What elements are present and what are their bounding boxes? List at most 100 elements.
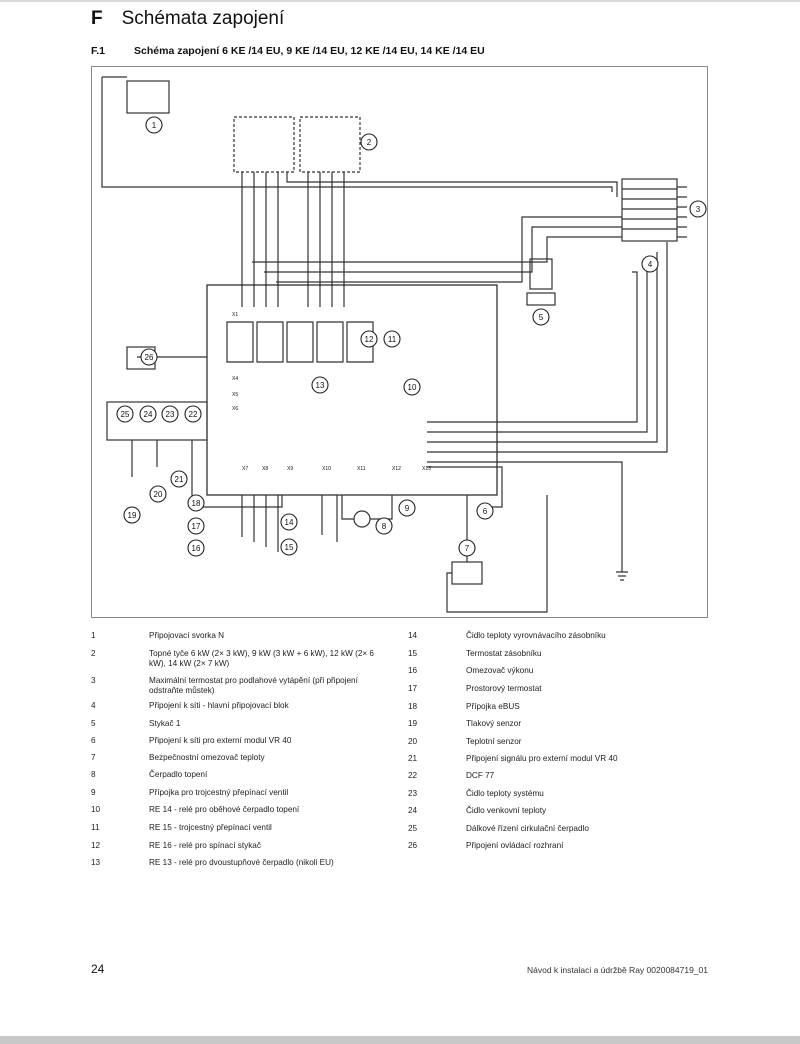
heating-rod-a — [233, 116, 295, 173]
legend-number: 1 — [91, 631, 96, 640]
wiring-diagram-svg: 1234567891011121314151617181920212223242… — [101, 76, 707, 613]
legend-text: Připojení signálu pro externí modul VR 4… — [466, 754, 618, 763]
callout-circle — [375, 517, 393, 535]
pcb-connector-label: X10 — [322, 466, 331, 472]
callout-label: 15 — [285, 543, 294, 552]
callout-14: 14 — [280, 513, 298, 531]
callout-label: 16 — [192, 544, 201, 553]
page-top-edge — [0, 0, 800, 2]
callout-2: 2 — [360, 133, 378, 151]
legend-row: 3 Maximální termostat pro podlahové vytáp… — [91, 676, 385, 696]
callout-15: 15 — [280, 538, 298, 556]
chapter-title: Schémata zapojení — [121, 8, 285, 29]
callout-17: 17 — [187, 517, 205, 535]
callout-label: 19 — [128, 511, 137, 520]
callout-label: 4 — [648, 260, 653, 269]
legend-number: 13 — [91, 858, 101, 867]
callout-circle — [280, 513, 298, 531]
legend-text: Maximální termostat pro podlahové vytápě… — [149, 676, 358, 695]
page-number: 24 — [91, 962, 105, 976]
callout-circle — [398, 499, 416, 517]
legend-text: Prostorový termostat — [466, 684, 542, 693]
legend-text: Topné tyče 6 kW (2× 3 kW), 9 kW (3 kW + … — [149, 649, 374, 668]
legend-number: 7 — [91, 753, 96, 762]
mains-terminal-block — [621, 178, 678, 242]
callout-label: 6 — [483, 507, 488, 516]
callout-16: 16 — [187, 539, 205, 557]
callout-label: 10 — [408, 383, 417, 392]
legend-number: 2 — [91, 649, 96, 658]
main-pcb — [206, 284, 498, 496]
legend-row: 2 Topné tyče 6 kW (2× 3 kW), 9 kW (3 kW +… — [91, 649, 385, 669]
callout-25: 25 — [116, 405, 134, 423]
pcb-connector-label: X1 — [232, 312, 238, 318]
callout-label: 24 — [144, 410, 153, 419]
legend-text: Omezovač výkonu — [466, 666, 534, 675]
callout-8: 8 — [375, 517, 393, 535]
callout-label: 18 — [192, 499, 201, 508]
legend-number: 3 — [91, 676, 96, 685]
legend-number: 16 — [408, 666, 418, 675]
legend-number: 14 — [408, 631, 418, 640]
legend-row: 1 Připojovací svorka N — [91, 631, 385, 641]
callout-label: 20 — [154, 490, 163, 499]
wires — [101, 76, 687, 613]
section-title: Schéma zapojení 6 KE /14 EU, 9 KE /14 EU… — [134, 45, 485, 57]
legend-text: Připojovací svorka N — [149, 631, 225, 640]
legend-number: 4 — [91, 701, 96, 710]
callout-circle — [360, 330, 378, 348]
callout-circle — [145, 116, 163, 134]
pcb-connector-label: X13 — [422, 466, 431, 472]
callout-circle — [280, 538, 298, 556]
legend-text: Čidlo teploty systému — [466, 789, 544, 798]
legend-text: Tlakový senzor — [466, 719, 522, 728]
callout-label: 12 — [365, 335, 374, 344]
callout-9: 9 — [398, 499, 416, 517]
document-reference: Návod k instalaci a údržbě Ray 002008471… — [527, 965, 708, 975]
legend-number: 11 — [91, 823, 100, 832]
pcb-connector-label: X8 — [262, 466, 268, 472]
contactor-coil — [526, 292, 556, 306]
callout-10: 10 — [403, 378, 421, 396]
pcb-connector-label: X5 — [232, 392, 238, 398]
callout-circle — [139, 405, 157, 423]
legend-number: 5 — [91, 719, 96, 728]
pcb-connector-label: X9 — [287, 466, 293, 472]
callout-circle — [360, 133, 378, 151]
callout-18: 18 — [187, 494, 205, 512]
callout-circle — [403, 378, 421, 396]
pcb-connector-label: X12 — [392, 466, 401, 472]
pcb-connector-label: X6 — [232, 406, 238, 412]
legend-number: 8 — [91, 770, 96, 779]
legend-number: 10 — [91, 805, 101, 814]
legend-text: Termostat zásobníku — [466, 649, 542, 658]
callout-circle — [187, 539, 205, 557]
legend-text: Přípojka eBUS — [466, 702, 520, 711]
legend-text: RE 16 - relé pro spínací stykač — [149, 841, 261, 850]
callout-label: 7 — [465, 544, 470, 553]
callout-1: 1 — [145, 116, 163, 134]
pcb-connector-label: X11 — [357, 466, 366, 472]
callout-13: 13 — [311, 376, 329, 394]
callout-circle — [161, 405, 179, 423]
legend-number: 22 — [408, 771, 418, 780]
callout-6: 6 — [476, 502, 494, 520]
callout-label: 23 — [166, 410, 175, 419]
legend-number: 6 — [91, 736, 96, 745]
legend-row: 10 RE 14 - relé pro oběhové čerpadlo tope… — [91, 805, 385, 815]
callout-label: 3 — [696, 205, 701, 214]
legend-number: 20 — [408, 737, 418, 746]
legend-text: Stykač 1 — [149, 719, 181, 728]
legend-text: RE 14 - relé pro oběhové čerpadlo topení — [149, 805, 300, 814]
section-number: F.1 — [91, 45, 106, 57]
legend-text: RE 13 - relé pro dvoustupňové čerpadlo (… — [149, 858, 334, 867]
callout-label: 5 — [539, 313, 544, 322]
